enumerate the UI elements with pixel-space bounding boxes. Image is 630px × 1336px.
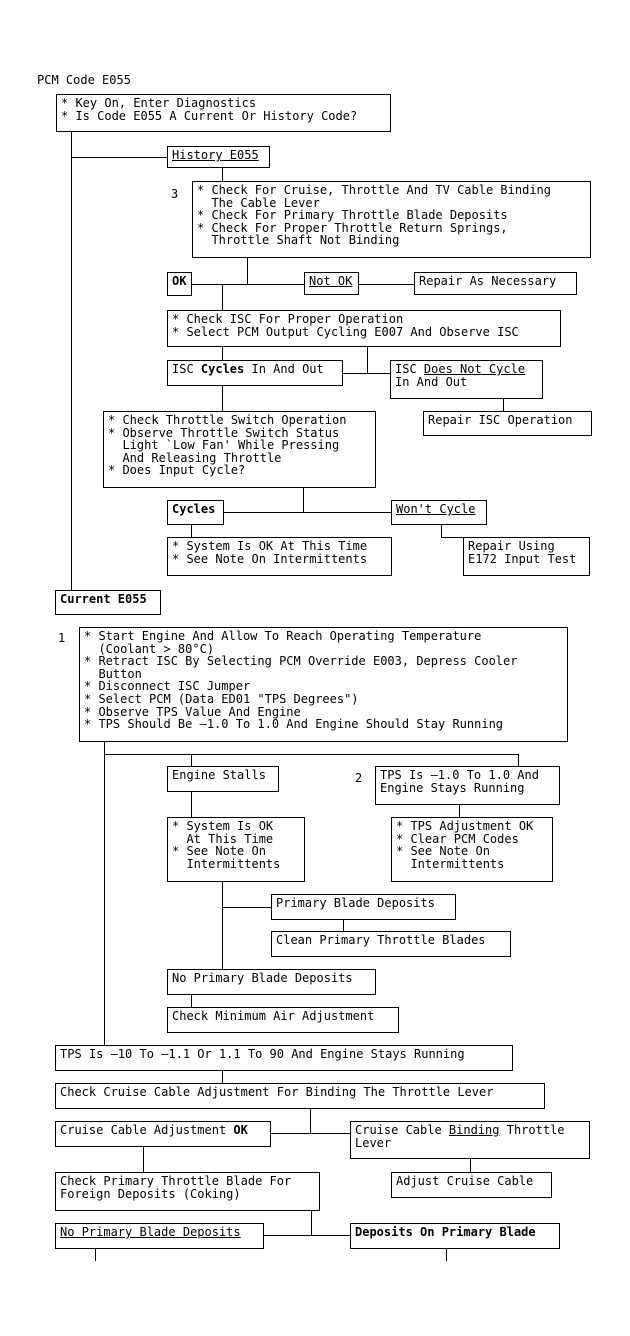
repair-isc-box: Repair ISC Operation: [423, 411, 592, 436]
step-number: 1: [58, 631, 66, 645]
connector-line: [441, 537, 463, 538]
not-ok-box: Not OK: [304, 272, 359, 295]
connector-line: [263, 1235, 351, 1236]
repair-as-necessary-box: Repair As Necessary: [414, 272, 577, 295]
throttle-switch-box: * Check Throttle Switch Operation* Obser…: [103, 411, 376, 488]
tps-adjustment-ok-box: * TPS Adjustment OK* Clear PCM Codes* Se…: [391, 817, 553, 882]
connector-line: [95, 1248, 96, 1261]
primary-blade-deposits-box: Primary Blade Deposits: [271, 894, 456, 920]
system-ok-box: * System Is OK At This Time* See Note On…: [167, 537, 392, 576]
connector-line: [311, 1210, 312, 1235]
isc-cycles-box: ISC Cycles In And Out: [167, 360, 343, 386]
connector-line: [367, 346, 368, 373]
tps-out-of-range-box: TPS Is –10 To –1.1 Or 1.1 To 90 And Engi…: [55, 1045, 513, 1071]
connector-line: [191, 994, 192, 1008]
connector-line: [342, 373, 390, 374]
connector-line: [271, 1133, 351, 1134]
connector-line: [310, 1108, 311, 1133]
connector-line: [222, 385, 223, 412]
no-primary-deposits-box: No Primary Blade Deposits: [167, 969, 376, 995]
connector-line: [518, 754, 519, 767]
connector-line: [503, 398, 504, 412]
connector-line: [222, 1070, 223, 1083]
check-cruise-cable-box: Check Cruise Cable Adjustment For Bindin…: [55, 1083, 545, 1109]
connector-line: [222, 167, 223, 181]
system-ok-box: * System Is OK At This Time* See Note On…: [167, 817, 305, 882]
engine-stalls-box: Engine Stalls: [167, 766, 279, 792]
ok-box: OK: [167, 272, 192, 296]
wont-cycle-box: Won't Cycle: [391, 500, 487, 525]
connector-line: [191, 284, 414, 285]
step-number: 3: [171, 187, 179, 201]
connector-line: [446, 1248, 447, 1261]
page-title: PCM Code E055: [37, 73, 131, 87]
connector-line: [104, 741, 105, 1045]
check-min-air-box: Check Minimum Air Adjustment: [167, 1007, 399, 1033]
connector-line: [191, 791, 192, 817]
connector-line: [71, 157, 168, 158]
history-code-box: History E055: [167, 146, 270, 168]
start-engine-box: * Start Engine And Allow To Reach Operat…: [79, 627, 568, 742]
connector-line: [441, 524, 442, 537]
connector-line: [247, 257, 248, 284]
cable-checks-box: * Check For Cruise, Throttle And TV Cabl…: [192, 181, 591, 258]
isc-check-box: * Check ISC For Proper Operation* Select…: [167, 310, 561, 347]
connector-line: [222, 284, 223, 310]
clean-blades-box: Clean Primary Throttle Blades: [271, 931, 511, 957]
connector-line: [104, 754, 518, 755]
connector-line: [470, 1158, 471, 1172]
connector-line: [143, 1146, 144, 1172]
adjust-cruise-cable-box: Adjust Cruise Cable: [391, 1172, 552, 1198]
connector-line: [222, 907, 271, 908]
connector-line: [303, 487, 304, 512]
no-primary-deposits-box: No Primary Blade Deposits: [55, 1223, 264, 1249]
connector-line: [191, 524, 192, 537]
connector-line: [191, 754, 192, 766]
start-diagnostics-box: * Key On, Enter Diagnostics* Is Code E05…: [56, 94, 391, 132]
deposits-on-primary-box: Deposits On Primary Blade: [350, 1223, 560, 1249]
connector-line: [222, 346, 223, 360]
step-number: 2: [355, 771, 363, 785]
cycles-box: Cycles: [167, 500, 224, 525]
connector-line: [459, 804, 460, 817]
connector-line: [193, 512, 391, 513]
connector-line: [222, 881, 223, 969]
current-code-box: Current E055: [55, 590, 161, 615]
cruise-adjustment-ok-box: Cruise Cable Adjustment OK: [55, 1121, 271, 1147]
connector-line: [343, 919, 344, 931]
connector-line: [71, 131, 72, 591]
